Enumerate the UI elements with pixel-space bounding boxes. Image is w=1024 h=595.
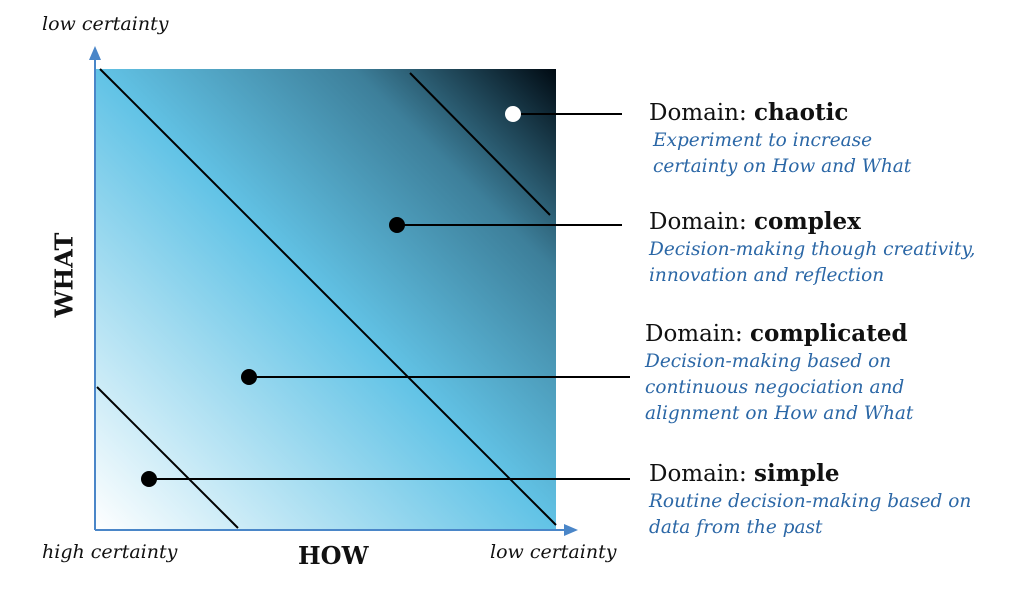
divider-complex (99, 68, 557, 526)
domain-name: complicated (750, 320, 908, 347)
marker-chaotic (505, 106, 521, 122)
domain-description: Routine decision-making based on data fr… (649, 489, 971, 541)
y-axis-title: WHAT (49, 232, 79, 318)
description-line: continuous negociation and (645, 377, 905, 398)
domain-title: Domain: complicated (645, 320, 913, 347)
domain-complicated: Domain: complicated Decision-making base… (645, 320, 913, 427)
marker-simple (141, 471, 157, 487)
domain-prefix: Domain: (649, 461, 755, 487)
domain-description: Experiment to increase certainty on How … (649, 128, 911, 180)
domain-chaotic: Domain: chaotic Experiment to increase c… (649, 99, 911, 180)
x-axis-right-label: low certainty (490, 541, 617, 563)
domain-complex: Domain: complex Decision-making though c… (649, 208, 975, 289)
description-line: Decision-making based on (645, 351, 892, 372)
y-axis-arrow-icon (89, 46, 101, 60)
description-line: certainty on How and What (653, 156, 912, 177)
marker-complex (389, 217, 405, 233)
domain-description: Decision-making based on continuous nego… (645, 349, 913, 427)
domain-prefix: Domain: (649, 209, 755, 235)
domain-name: chaotic (754, 99, 849, 126)
domain-prefix: Domain: (645, 321, 751, 347)
y-axis-top-label: low certainty (42, 13, 169, 35)
domain-title: Domain: complex (649, 208, 975, 235)
description-line: Routine decision-making based on (649, 491, 972, 512)
domain-title: Domain: simple (649, 460, 971, 487)
x-axis-title: HOW (298, 541, 369, 570)
domain-name: complex (754, 208, 861, 235)
description-line: innovation and reflection (649, 265, 885, 286)
divider-chaotic (409, 72, 551, 216)
origin-label: high certainty (42, 541, 178, 563)
domain-description: Decision-making though creativity, innov… (649, 237, 975, 289)
domain-simple: Domain: simple Routine decision-making b… (649, 460, 971, 541)
domain-prefix: Domain: (649, 100, 755, 126)
description-line: data from the past (649, 517, 823, 538)
marker-complicated (241, 369, 257, 385)
divider-simple (96, 386, 239, 529)
description-line: Decision-making though creativity, (649, 239, 976, 260)
description-line: alignment on How and What (645, 403, 914, 424)
domain-title: Domain: chaotic (649, 99, 911, 126)
x-axis-arrow-icon (564, 524, 578, 536)
domain-name: simple (754, 460, 840, 487)
certainty-field (95, 69, 556, 530)
description-line: Experiment to increase (653, 130, 873, 151)
